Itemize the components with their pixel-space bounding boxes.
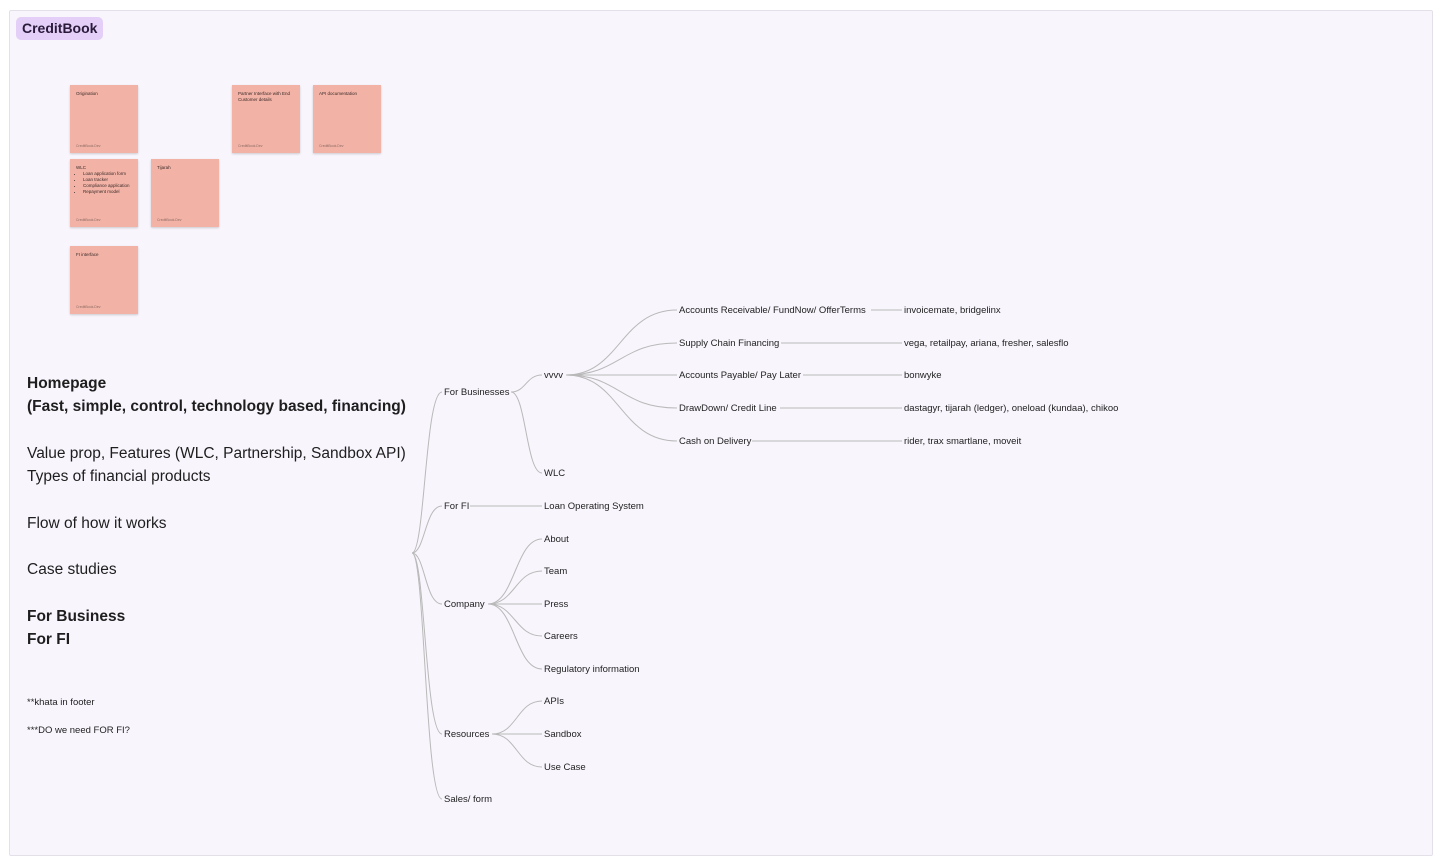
sticky-fi-interface[interactable]: FI interface CreditBook.Dev <box>70 246 138 314</box>
sticky-list: Loan application form Loan tracker Compl… <box>76 171 134 195</box>
sticky-author: CreditBook.Dev <box>76 305 101 309</box>
note-khata[interactable]: **khata in footer <box>27 697 95 708</box>
edge <box>411 552 443 735</box>
node-scf-examples[interactable]: vega, retailpay, ariana, fresher, salesf… <box>904 338 1069 349</box>
node-press[interactable]: Press <box>544 599 569 610</box>
sticky-origination[interactable]: Origination CreditBook.Dev <box>70 85 138 153</box>
edge <box>565 374 678 442</box>
mindmap-labels: For Businesses vvvv WLC For FI Loan Oper… <box>444 305 1118 805</box>
node-ar-examples[interactable]: invoicemate, bridgelinx <box>904 305 1001 316</box>
edge <box>411 505 443 554</box>
sticky-wlc[interactable]: WLC Loan application form Loan tracker C… <box>70 159 138 227</box>
node-vvvv[interactable]: vvvv <box>544 370 563 381</box>
note-for-business[interactable]: For Business <box>27 608 126 625</box>
node-drawdown-credit-line[interactable]: DrawDown/ Credit Line <box>679 403 777 414</box>
node-for-businesses[interactable]: For Businesses <box>444 387 510 398</box>
mindmap-edges <box>411 309 902 800</box>
sticky-list-item: Loan tracker <box>83 177 134 183</box>
edge <box>510 391 543 474</box>
node-supply-chain-financing[interactable]: Supply Chain Financing <box>679 338 779 349</box>
node-cod-examples[interactable]: rider, trax smartlane, moveit <box>904 436 1022 447</box>
node-sales-form[interactable]: Sales/ form <box>444 794 492 805</box>
sticky-list-item: Loan application form <box>83 171 134 177</box>
sticky-list-item: Repayment model <box>83 189 134 195</box>
sticky-api-documentation[interactable]: API documentation CreditBook.Dev <box>313 85 381 153</box>
edge <box>565 342 678 376</box>
edge <box>411 552 443 800</box>
sticky-author: CreditBook.Dev <box>238 144 263 148</box>
node-use-case[interactable]: Use Case <box>544 762 586 773</box>
node-about[interactable]: About <box>544 534 569 545</box>
node-loan-operating-system[interactable]: Loan Operating System <box>544 501 644 512</box>
sticky-title: Tijarah <box>157 165 171 170</box>
sticky-title: Partner Interface with End Customer deta… <box>238 91 291 102</box>
node-resources[interactable]: Resources <box>444 729 490 740</box>
frame-title[interactable]: CreditBook <box>16 17 104 40</box>
node-team[interactable]: Team <box>544 566 567 577</box>
node-drawdown-examples[interactable]: dastagyr, tijarah (ledger), oneload (kun… <box>904 403 1118 414</box>
note-value-prop[interactable]: Value prop, Features (WLC, Partnership, … <box>27 445 406 462</box>
edge <box>491 733 543 768</box>
edge <box>487 603 543 637</box>
note-types[interactable]: Types of financial products <box>27 468 211 485</box>
sticky-author: CreditBook.Dev <box>157 218 182 222</box>
sticky-title: WLC Loan application form Loan tracker C… <box>76 165 134 195</box>
edge <box>565 309 678 376</box>
sticky-tijarah[interactable]: Tijarah CreditBook.Dev <box>151 159 219 227</box>
sticky-author: CreditBook.Dev <box>319 144 344 148</box>
sticky-title: FI interface <box>76 252 99 257</box>
edge <box>411 552 443 605</box>
node-wlc[interactable]: WLC <box>544 468 565 479</box>
edge <box>491 700 543 735</box>
sticky-list-item: Compliance application <box>83 183 134 189</box>
edge <box>411 391 443 554</box>
sticky-partner-interface[interactable]: Partner Interface with End Customer deta… <box>232 85 300 153</box>
node-apis[interactable]: APIs <box>544 696 564 707</box>
edge <box>510 374 543 393</box>
note-for-fi[interactable]: For FI <box>27 631 71 648</box>
node-cash-on-delivery[interactable]: Cash on Delivery <box>679 436 752 447</box>
sticky-author: CreditBook.Dev <box>76 144 101 148</box>
edge <box>487 570 543 605</box>
sticky-author: CreditBook.Dev <box>76 218 101 222</box>
edge <box>487 603 543 670</box>
node-careers[interactable]: Careers <box>544 631 578 642</box>
note-flow[interactable]: Flow of how it works <box>27 515 167 532</box>
edge <box>487 538 543 605</box>
sticky-title: Origination <box>76 91 98 96</box>
node-ap-examples[interactable]: bonwyke <box>904 370 942 381</box>
note-case-studies[interactable]: Case studies <box>27 561 117 578</box>
sticky-heading: WLC <box>76 165 86 170</box>
node-regulatory-information[interactable]: Regulatory information <box>544 664 640 675</box>
node-company[interactable]: Company <box>444 599 485 610</box>
node-accounts-receivable[interactable]: Accounts Receivable/ FundNow/ OfferTerms <box>679 305 866 316</box>
note-do-we-need[interactable]: ***DO we need FOR FI? <box>27 725 130 736</box>
note-homepage-subtitle[interactable]: (Fast, simple, control, technology based… <box>27 398 406 415</box>
sticky-title: API documentation <box>319 91 358 96</box>
node-for-fi[interactable]: For FI <box>444 501 469 512</box>
node-sandbox[interactable]: Sandbox <box>544 729 582 740</box>
edge <box>565 374 678 409</box>
note-homepage[interactable]: Homepage <box>27 375 107 392</box>
node-accounts-payable[interactable]: Accounts Payable/ Pay Later <box>679 370 801 381</box>
